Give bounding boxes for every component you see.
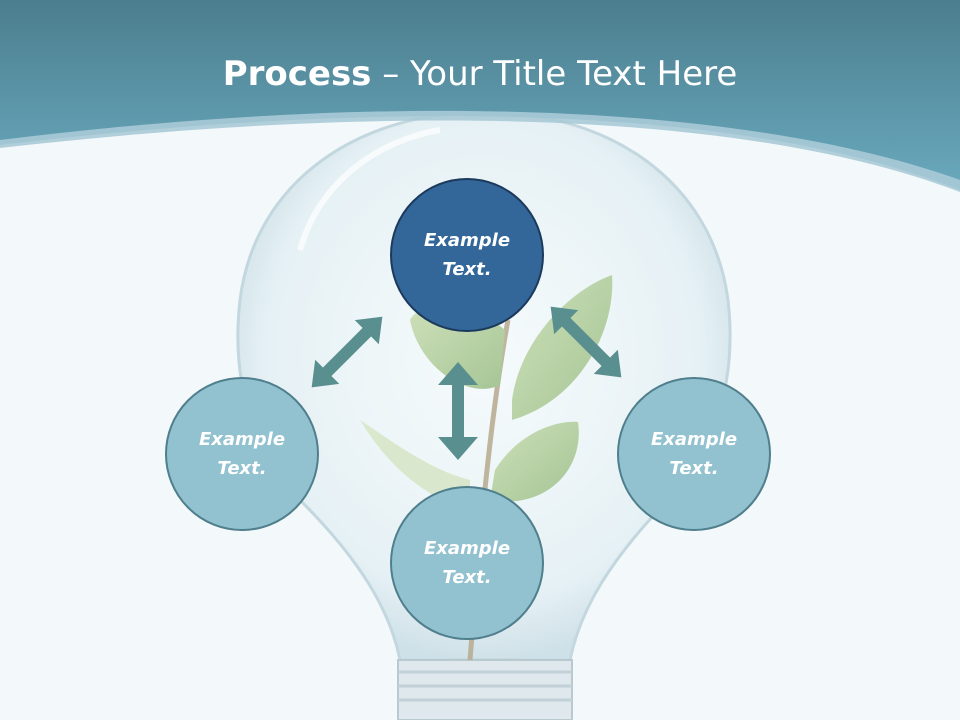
process-node-top-label: Example Text. bbox=[423, 230, 511, 280]
title-rest: – Your Title Text Here bbox=[371, 54, 738, 94]
title-bold: Process bbox=[222, 54, 372, 94]
process-node-left[interactable]: Example Text. bbox=[165, 377, 319, 531]
header-swoosh bbox=[0, 110, 960, 192]
process-node-bottom-label: Example Text. bbox=[423, 538, 511, 588]
arrow-top-left bbox=[311, 316, 383, 388]
process-node-top[interactable]: Example Text. bbox=[390, 178, 544, 332]
process-node-right[interactable]: Example Text. bbox=[617, 377, 771, 531]
process-node-left-label: Example Text. bbox=[198, 429, 286, 479]
slide-title: Process – Your Title Text Here bbox=[0, 52, 960, 96]
header-band bbox=[0, 0, 960, 190]
process-node-bottom[interactable]: Example Text. bbox=[390, 486, 544, 640]
arrow-vertical bbox=[438, 362, 478, 460]
arrow-top-right bbox=[550, 306, 622, 378]
process-node-right-label: Example Text. bbox=[650, 429, 738, 479]
